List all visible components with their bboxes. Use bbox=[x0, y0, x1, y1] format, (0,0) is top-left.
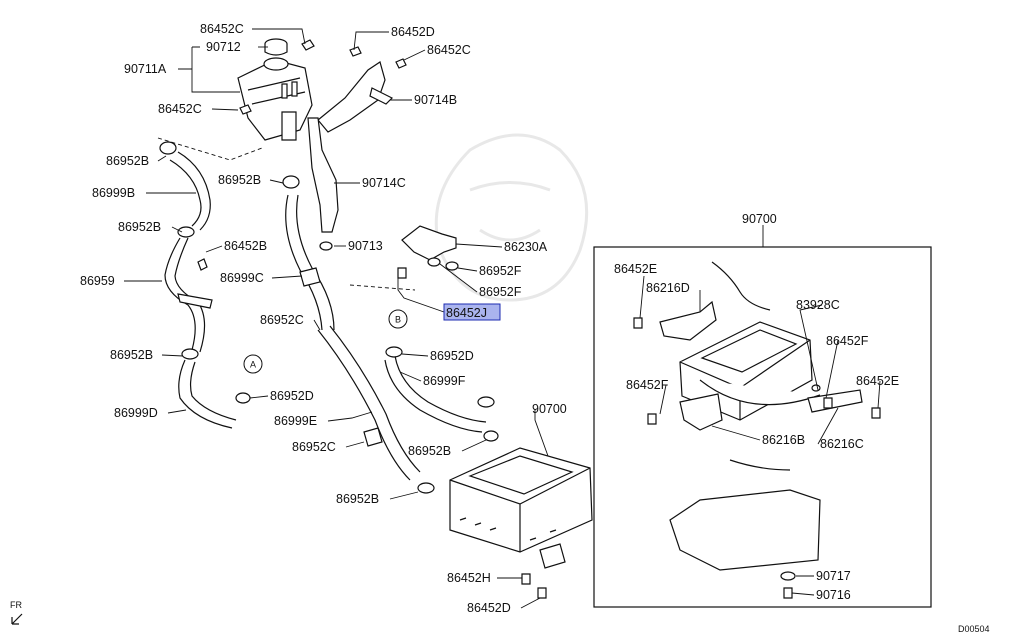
label-86452D-top[interactable]: 86452D bbox=[391, 25, 435, 39]
front-direction-indicator: FR bbox=[10, 600, 23, 625]
label-86952C-1[interactable]: 86952C bbox=[260, 313, 304, 327]
label-86952B-4[interactable]: 86952B bbox=[408, 444, 451, 458]
diagram-code: D00504 bbox=[958, 624, 990, 634]
label-86452F-2[interactable]: 86452F bbox=[626, 378, 669, 392]
hose-clamps-left[interactable] bbox=[159, 141, 251, 404]
label-86952F-1[interactable]: 86952F bbox=[479, 264, 522, 278]
label-90717[interactable]: 90717 bbox=[816, 569, 851, 583]
hose-86999B[interactable] bbox=[169, 151, 211, 231]
label-86952B-5[interactable]: 86952B bbox=[336, 492, 379, 506]
ref-circle-b: B bbox=[388, 309, 408, 329]
bracket-90714C[interactable] bbox=[307, 117, 339, 233]
label-86952B-2[interactable]: 86952B bbox=[118, 220, 161, 234]
label-86959[interactable]: 86959 bbox=[80, 274, 115, 288]
label-90700-main[interactable]: 90700 bbox=[532, 402, 567, 416]
label-86952D-2[interactable]: 86952D bbox=[270, 389, 314, 403]
hose-86999D[interactable] bbox=[178, 359, 237, 429]
label-86452C-right[interactable]: 86452C bbox=[427, 43, 471, 57]
bolts-top[interactable] bbox=[239, 39, 407, 115]
label-86952D-1[interactable]: 86952D bbox=[430, 349, 474, 363]
hose-86999F[interactable] bbox=[384, 355, 487, 433]
label-90716[interactable]: 90716 bbox=[816, 588, 851, 602]
label-90713[interactable]: 90713 bbox=[348, 239, 383, 253]
label-90714B[interactable]: 90714B bbox=[414, 93, 457, 107]
label-86216B[interactable]: 86216B bbox=[762, 433, 805, 447]
hose-clamps-mid[interactable] bbox=[282, 175, 499, 494]
grommet-90713[interactable] bbox=[319, 241, 333, 251]
fr-arrow-icon bbox=[11, 613, 23, 625]
vehicle-body-outline bbox=[669, 459, 821, 571]
bolts-detail[interactable] bbox=[633, 317, 881, 425]
ref-circle-a-label: A bbox=[250, 360, 256, 370]
dashed-ref-1 bbox=[157, 137, 263, 161]
inverter-unit-main[interactable] bbox=[449, 447, 593, 599]
hose-86959[interactable] bbox=[164, 237, 206, 353]
label-90714C[interactable]: 90714C bbox=[362, 176, 406, 190]
label-86452D-bot[interactable]: 86452D bbox=[467, 601, 511, 615]
leader-lines bbox=[124, 28, 881, 609]
grommets-90716-90717[interactable] bbox=[780, 571, 796, 599]
hose-86999C[interactable] bbox=[285, 194, 335, 331]
bracket-86216C[interactable] bbox=[807, 389, 863, 413]
label-86452C-top[interactable]: 86452C bbox=[200, 22, 244, 36]
reservoir-tank[interactable] bbox=[237, 57, 313, 141]
label-86999F[interactable]: 86999F bbox=[423, 374, 466, 388]
label-86952B-3[interactable]: 86952B bbox=[110, 348, 153, 362]
label-90712[interactable]: 90712 bbox=[206, 40, 241, 54]
highlight-86452J bbox=[443, 303, 501, 321]
hose-86999E[interactable] bbox=[317, 325, 421, 481]
label-86216C[interactable]: 86216C bbox=[820, 437, 864, 451]
bracket-86216B[interactable] bbox=[679, 393, 723, 431]
label-90711A[interactable]: 90711A bbox=[124, 62, 167, 76]
label-86452E-1[interactable]: 86452E bbox=[614, 262, 657, 276]
label-86999B[interactable]: 86999B bbox=[92, 186, 135, 200]
label-86452C-left[interactable]: 86452C bbox=[158, 102, 202, 116]
part-labels: 86452C 90712 90711A 86452D 86452C 90714B… bbox=[80, 22, 899, 615]
label-86452J[interactable]: 86452J bbox=[446, 306, 487, 320]
label-86952B-mid[interactable]: 86952B bbox=[218, 173, 261, 187]
label-86452H[interactable]: 86452H bbox=[447, 571, 491, 585]
fitting-86230A[interactable] bbox=[397, 225, 459, 279]
detail-box bbox=[593, 246, 932, 608]
bracket-86216D[interactable] bbox=[659, 300, 717, 341]
label-86999E[interactable]: 86999E bbox=[274, 414, 317, 428]
label-86952C-2[interactable]: 86952C bbox=[292, 440, 336, 454]
fr-label: FR bbox=[10, 600, 22, 610]
label-86230A[interactable]: 86230A bbox=[504, 240, 548, 254]
label-86452F-1[interactable]: 86452F bbox=[826, 334, 869, 348]
ref-circle-b-label: B bbox=[395, 315, 401, 325]
label-90700-box[interactable]: 90700 bbox=[742, 212, 777, 226]
label-83928C[interactable]: 83928C bbox=[796, 298, 840, 312]
inverter-unit-detail[interactable] bbox=[679, 261, 821, 421]
reservoir-cap[interactable] bbox=[264, 38, 288, 56]
label-86952B-1[interactable]: 86952B bbox=[106, 154, 149, 168]
label-86999D[interactable]: 86999D bbox=[114, 406, 158, 420]
label-86452E-2[interactable]: 86452E bbox=[856, 374, 899, 388]
ref-circle-a: A bbox=[243, 354, 263, 374]
label-86999C[interactable]: 86999C bbox=[220, 271, 264, 285]
bracket-90714B[interactable] bbox=[317, 61, 394, 133]
label-86952F-2[interactable]: 86952F bbox=[479, 285, 522, 299]
label-86216D[interactable]: 86216D bbox=[646, 281, 690, 295]
label-86452B[interactable]: 86452B bbox=[224, 239, 267, 253]
dashed-ref-2 bbox=[349, 284, 416, 291]
